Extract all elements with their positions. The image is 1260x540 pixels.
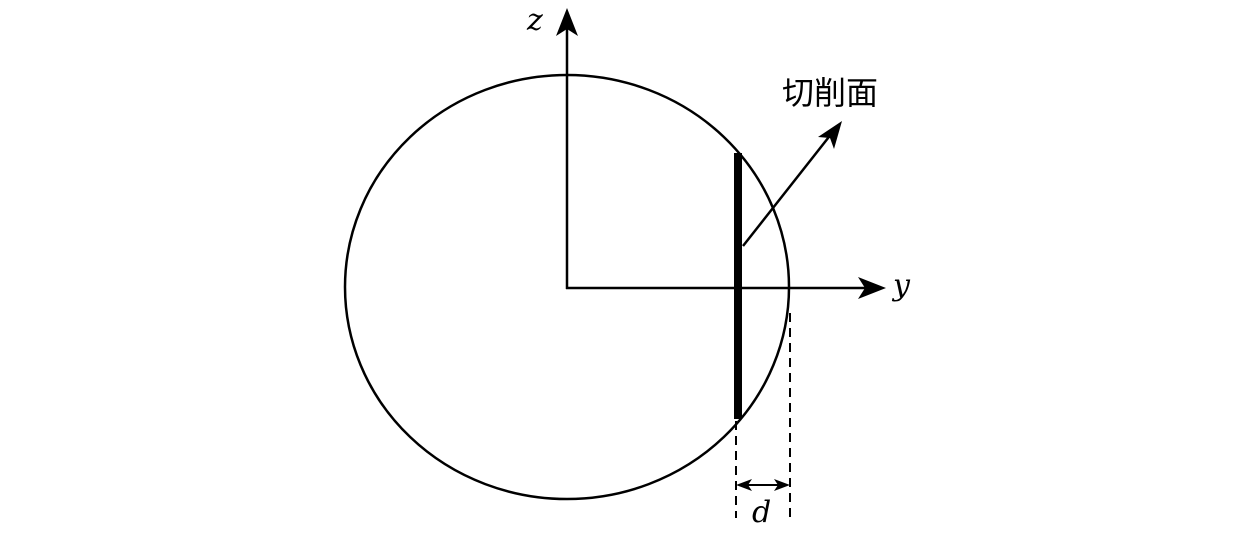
- cut-plane-callout-arrowhead: [818, 121, 842, 149]
- dimension-arrowhead-right: [774, 479, 790, 491]
- y-axis-label: y: [891, 268, 911, 303]
- z-axis-label: z: [526, 3, 543, 38]
- y-axis-arrowhead: [858, 277, 886, 299]
- cut-plane-label: 切削面: [782, 74, 878, 112]
- dimension-arrowhead-left: [736, 479, 752, 491]
- z-axis-arrowhead: [556, 8, 578, 36]
- cut-plane-callout-line: [742, 132, 833, 247]
- distance-label: d: [752, 495, 771, 530]
